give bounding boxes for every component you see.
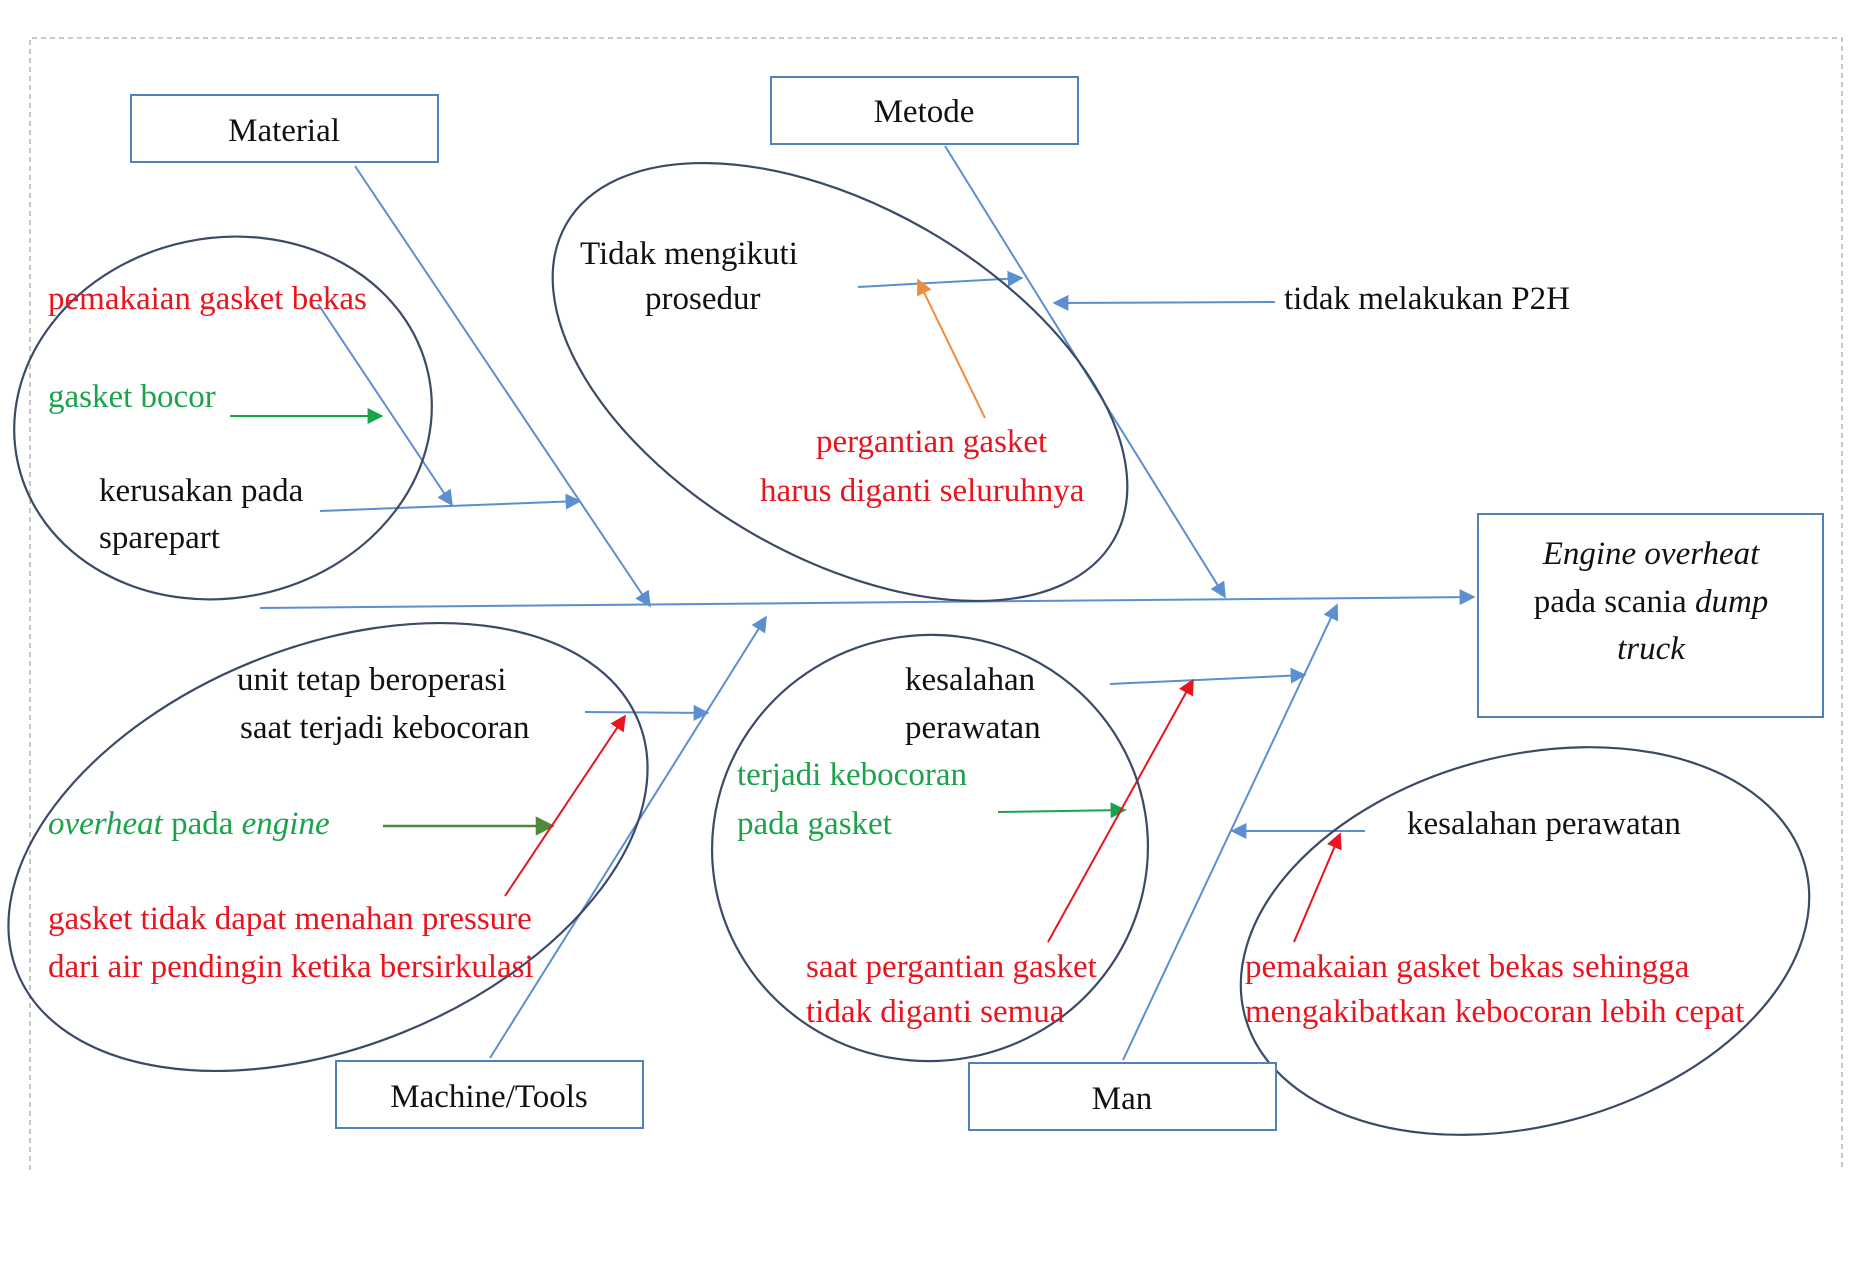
category-label-man: Man: [1092, 1081, 1153, 1117]
category-box-metode: Metode: [770, 76, 1079, 145]
dashed-frame: [29, 37, 1843, 1170]
cause-machine-black-2: saat terjadi kebocoran: [240, 710, 530, 746]
cause-man-left-black-1: kesalahan: [905, 662, 1035, 698]
cause-man-left-red-2: tidak diganti semua: [806, 994, 1065, 1030]
cause-metode-black-1: Tidak mengikuti: [580, 236, 798, 272]
cause-material-black-1: kerusakan pada: [99, 473, 304, 509]
cause-material-black-2: sparepart: [99, 520, 220, 556]
bone-machine: [489, 615, 767, 1059]
sub-bone-pemakaian: [317, 303, 453, 507]
cause-metode-black-2: prosedur: [645, 281, 760, 317]
arrow-gasket-pressure: [504, 714, 626, 897]
effect-line2-italic: dump: [1695, 584, 1768, 620]
cause-machine-green-plain: pada: [163, 806, 242, 842]
ellipse-man-left: [710, 633, 1150, 1063]
category-box-machine: Machine/Tools: [335, 1060, 644, 1129]
cause-machine-green: overheat pada engine: [48, 806, 330, 842]
arrow-saat-pergantian: [1047, 678, 1194, 943]
cause-man-right-black: kesalahan perawatan: [1407, 806, 1681, 842]
arrow-pemakaian-bekas-cepat: [1293, 832, 1342, 943]
arrow-terjadi-kebocoran: [997, 802, 1127, 819]
sub-bone-prosedur: [857, 270, 1024, 288]
sub-bone-kesalahan-left: [1109, 667, 1307, 685]
category-label-material: Material: [228, 113, 340, 149]
sub-bone-kerusakan: [319, 493, 582, 512]
ellipse-material: [13, 235, 433, 601]
cause-man-left-black-2: perawatan: [905, 710, 1041, 746]
bone-material: [354, 165, 651, 608]
cause-machine-green-italic-2: engine: [242, 806, 330, 842]
cause-metode-red-1: pergantian gasket: [816, 424, 1047, 460]
cause-man-left-green-2: pada gasket: [737, 806, 892, 842]
sub-bone-p2h: [1052, 294, 1276, 311]
category-box-man: Man: [968, 1062, 1277, 1131]
arrow-pergantian-gasket: [917, 278, 986, 419]
effect-box: Engine overheat pada scania dump truck: [1477, 513, 1824, 718]
effect-line2: pada scania dump: [1534, 584, 1769, 620]
cause-man-left-green-1: terjadi kebocoran: [737, 757, 967, 793]
cause-man-left-red-1: saat pergantian gasket: [806, 949, 1097, 985]
ellipse-metode: [551, 161, 1129, 603]
cause-metode-red-2: harus diganti seluruhnya: [760, 473, 1085, 509]
cause-machine-black-1: unit tetap beroperasi: [237, 662, 506, 698]
effect-line3: truck: [1617, 631, 1686, 667]
cause-machine-green-italic-1: overheat: [48, 806, 164, 842]
sub-bone-unit-tetap: [584, 704, 710, 721]
ellipse-machine: [7, 621, 649, 1073]
category-label-metode: Metode: [874, 94, 975, 130]
cause-man-right-red-1: pemakaian gasket bekas sehingga: [1245, 949, 1690, 985]
spine-arrow: [259, 589, 1476, 609]
cause-machine-red-1: gasket tidak dapat menahan pressure: [48, 901, 532, 937]
category-label-machine: Machine/Tools: [390, 1079, 587, 1115]
cause-man-right-red-2: mengakibatkan kebocoran lebih cepat: [1245, 994, 1744, 1030]
cause-material-green: gasket bocor: [48, 379, 216, 415]
bone-man: [1122, 603, 1339, 1061]
cause-material-red: pemakaian gasket bekas: [48, 281, 367, 317]
effect-line1: Engine overheat: [1542, 536, 1760, 572]
category-box-material: Material: [130, 94, 439, 163]
ellipse-man-right: [1239, 746, 1811, 1136]
cause-machine-red-2: dari air pendingin ketika bersirkulasi: [48, 949, 534, 985]
cause-metode-side: tidak melakukan P2H: [1284, 281, 1570, 317]
effect-line2-plain: pada scania: [1534, 584, 1695, 620]
